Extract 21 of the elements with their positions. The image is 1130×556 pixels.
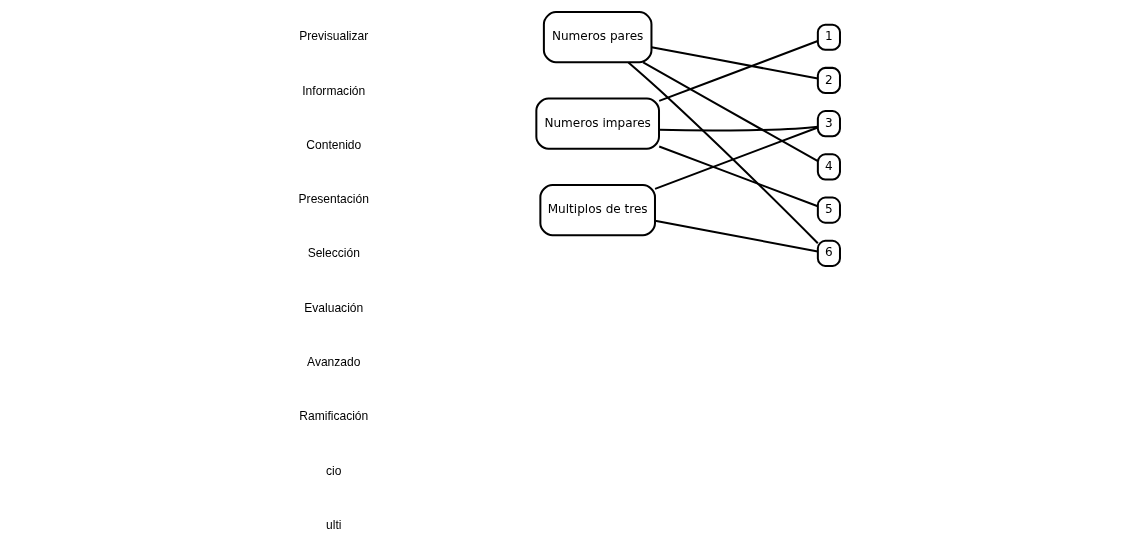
connector [658, 145, 819, 208]
connector [651, 46, 819, 80]
node-box: Multiplos de tres [539, 184, 656, 237]
label: Información [302, 83, 366, 98]
label: ulti [326, 517, 342, 532]
connector [654, 126, 819, 190]
connector [658, 40, 819, 102]
label: Avanzado [307, 355, 361, 370]
label: Previsualizar [299, 29, 369, 44]
label: cio [326, 463, 342, 478]
connector [627, 61, 819, 244]
connector [659, 125, 818, 132]
label: Presentación [298, 192, 369, 207]
label: Evaluación [304, 300, 364, 315]
connector [642, 61, 818, 162]
label: Contenido [306, 137, 362, 152]
label: Ramificación [299, 409, 369, 424]
node-box: Numeros impares [535, 97, 660, 150]
connector [654, 219, 818, 253]
node-box: Numeros pares [542, 11, 653, 64]
label: Selección [307, 246, 360, 261]
